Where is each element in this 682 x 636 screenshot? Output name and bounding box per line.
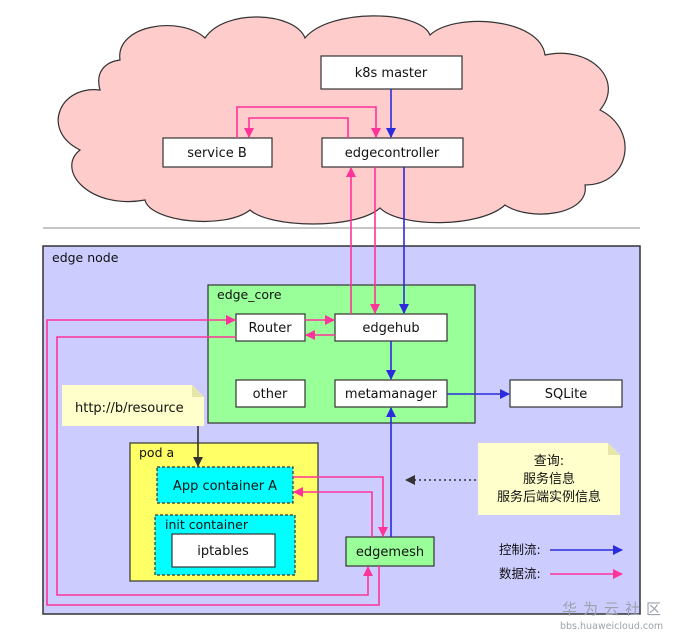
k8s-master-label: k8s master xyxy=(355,66,428,81)
query-note xyxy=(478,443,620,515)
arrow-router-to-edgemesh xyxy=(56,336,373,596)
metamanager-label: metamanager xyxy=(345,387,438,402)
query-note-line2: 服务后端实例信息 xyxy=(497,489,601,505)
app-container-label: App container A xyxy=(173,479,277,494)
edgemesh-box xyxy=(345,536,435,567)
query-note-fold xyxy=(608,443,620,455)
edgemesh-label: edgemesh xyxy=(356,545,424,560)
arrow-edgemesh-to-app xyxy=(293,487,373,537)
other-label: other xyxy=(253,387,288,402)
edgecontroller-label: edgecontroller xyxy=(345,146,440,161)
router-box xyxy=(235,313,306,342)
watermark-brand: 华为云社区 xyxy=(562,600,667,618)
resource-note-fold xyxy=(192,385,204,397)
arrow-edgecontroller-to-serviceb xyxy=(244,117,349,138)
service-b-label: service B xyxy=(187,146,247,161)
edgehub-label: edgehub xyxy=(362,321,419,336)
resource-note xyxy=(62,385,204,426)
iptables-box xyxy=(171,533,276,568)
query-note-line1: 服务信息 xyxy=(523,471,575,487)
service-b-box xyxy=(162,137,273,168)
sqlite-label: SQLite xyxy=(545,387,587,402)
other-box xyxy=(235,379,306,408)
edge-node-label: edge node xyxy=(52,250,119,265)
edgecontroller-box xyxy=(321,137,464,168)
legend-data-label: 数据流: xyxy=(499,566,541,581)
sqlite-box xyxy=(509,379,623,408)
arrow-app-to-edgemesh xyxy=(293,476,388,537)
iptables-label: iptables xyxy=(197,544,249,559)
legend-control-label: 控制流: xyxy=(499,542,541,557)
cloud-shape xyxy=(57,15,626,225)
edge-core-label: edge_core xyxy=(217,287,282,302)
watermark-url: bbs.huaweicloud.com xyxy=(560,621,663,632)
arrow-edgemesh-to-router xyxy=(46,315,380,606)
app-container-box xyxy=(156,466,294,504)
router-label: Router xyxy=(248,321,292,336)
k8s-master-box xyxy=(320,55,463,90)
init-container-label: init container xyxy=(165,517,249,532)
edgehub-box xyxy=(334,313,448,342)
arrow-serviceb-to-edgecontroller xyxy=(236,106,381,138)
query-note-title: 查询: xyxy=(534,454,564,469)
resource-note-text: http://b/resource xyxy=(75,401,184,416)
pod-a-label: pod a xyxy=(139,445,174,460)
